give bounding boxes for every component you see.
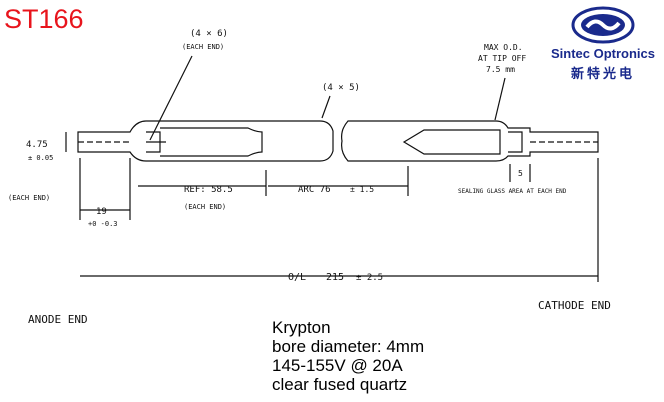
cathode-seal	[508, 131, 523, 153]
cathode-tube-outline	[341, 120, 599, 162]
dim-4x5-label: (4 × 5)	[322, 83, 360, 93]
electrical-rating: 145-155V @ 20A	[272, 356, 403, 375]
leader-max-od	[494, 77, 506, 121]
length-19-tolerance: +0 -0.3	[88, 220, 118, 228]
anode-tube-outline	[77, 120, 334, 162]
max-od-line-1: MAX O.D.	[484, 43, 523, 52]
overall-length-tolerance: ± 2.5	[356, 273, 383, 283]
diameter-tolerance: ± 0.05	[28, 154, 53, 162]
max-od-line-2: AT TIP OFF	[478, 54, 526, 63]
leader-4x5	[321, 95, 331, 119]
max-od-line-3: 7.5 mm	[486, 65, 515, 74]
overall-length-prefix: O/L	[288, 272, 306, 283]
length-19-label: 19	[96, 207, 107, 217]
model-number: ST166	[4, 4, 84, 34]
lamp-description: Krypton bore diameter: 4mm 145-155V @ 20…	[272, 318, 424, 394]
leader-4x6	[149, 55, 193, 141]
ref-58-5-label: REF: 58.5	[184, 185, 233, 195]
cathode-end-label: CATHODE END	[538, 299, 611, 312]
envelope-material: clear fused quartz	[272, 375, 408, 394]
seal-5-label: 5	[518, 169, 523, 178]
sintec-logo: Sintec Optronics 新特光电	[551, 6, 655, 82]
each-end-label-1: (EACH END)	[182, 43, 224, 51]
each-end-label-3: (EACH END)	[184, 203, 226, 211]
arc-76-tolerance: ± 1.5	[350, 185, 374, 194]
logo-swoosh	[585, 19, 621, 31]
dim-4x6-label: (4 × 6)	[190, 29, 228, 39]
logo-chinese-text: 新特光电	[571, 66, 635, 82]
bore-diameter: bore diameter: 4mm	[272, 337, 425, 356]
each-end-label-2: (EACH END)	[8, 194, 50, 202]
logo-ring-outer	[571, 6, 635, 44]
arc-76-label: ARC 76	[298, 185, 331, 195]
anode-end-label: ANODE END	[28, 313, 88, 326]
logo-brand-text: Sintec Optronics	[551, 46, 655, 61]
gas-type: Krypton	[272, 318, 331, 337]
cathode-electrode	[402, 129, 501, 155]
diameter-label: 4.75	[26, 140, 48, 150]
sealing-glass-note: SEALING GLASS AREA AT EACH END	[458, 188, 567, 195]
overall-length-value: 215	[326, 272, 344, 283]
